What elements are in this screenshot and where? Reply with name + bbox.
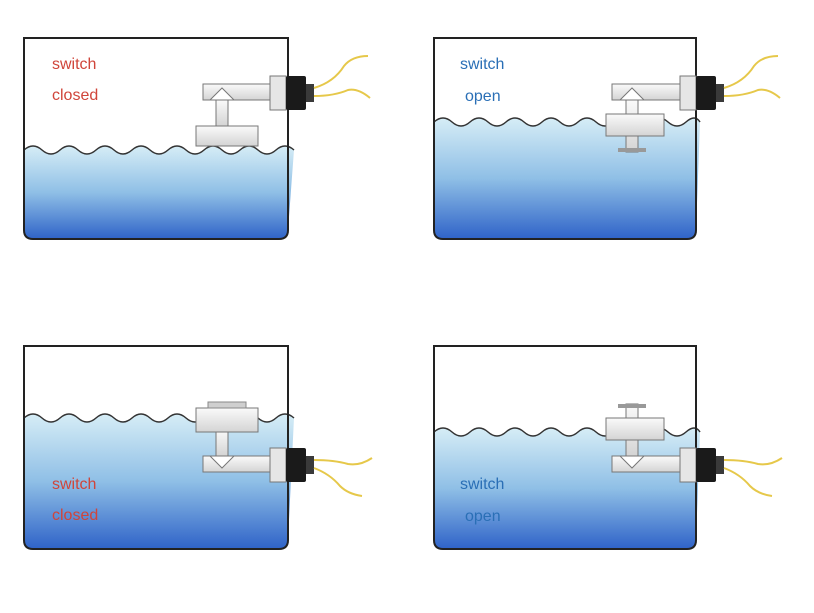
float-switch: [195, 401, 314, 483]
float-switch: [605, 75, 724, 153]
wire: [723, 88, 781, 99]
wire: [723, 55, 779, 89]
state-label-line1: switch: [460, 56, 504, 73]
state-label-line1: switch: [52, 56, 96, 73]
panel-top-right: switch open: [433, 37, 781, 240]
wire: [723, 457, 783, 466]
water: [24, 146, 294, 239]
state-label-line2: open: [465, 88, 501, 105]
tank-outline: [433, 345, 697, 550]
state-label-line1: switch: [52, 476, 96, 493]
tank-outline: [433, 37, 697, 240]
float-switch: [605, 403, 724, 483]
panel-top-left: switch closed: [23, 37, 371, 240]
panel-bottom-right: switch open: [433, 345, 783, 550]
panel-bottom-left: switch closed: [23, 345, 373, 550]
tank-outline: [23, 37, 289, 240]
wire: [313, 88, 371, 99]
state-label-line1: switch: [460, 476, 504, 493]
float-switch: [195, 75, 314, 147]
state-label-line2: closed: [52, 507, 98, 524]
state-label-line2: closed: [52, 87, 98, 104]
wire: [313, 467, 363, 497]
wire: [723, 467, 773, 497]
wire: [313, 55, 369, 89]
state-label-line2: open: [465, 508, 501, 525]
wire: [313, 457, 373, 466]
tank-outline: [23, 345, 289, 550]
